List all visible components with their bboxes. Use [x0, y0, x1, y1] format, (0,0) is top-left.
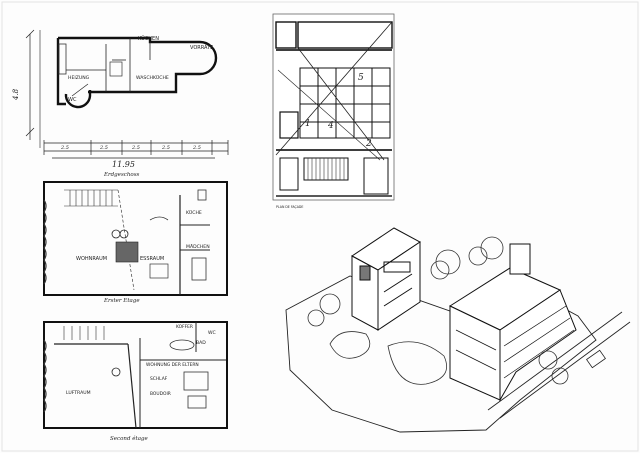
ground-floor-plan: 4.8 11.95 KÜCHEN VORRÄTE HEIZUNG WASCHKÜ…	[12, 29, 229, 178]
facade-number-5: 5	[358, 73, 364, 83]
room-schlaf: SCHLAF	[150, 376, 168, 382]
second-floor-plan: LUFTRAUM BAD WC WOHNUNG DER ELTERN SCHLA…	[43, 321, 228, 442]
room-vorrate: VORRÄTE	[190, 44, 213, 51]
room-waschkuche: WASCHKÜCHE	[136, 74, 169, 81]
room-boudoir: BOUDOIR	[150, 391, 171, 397]
dim-total: 11.95	[112, 160, 135, 169]
dim-bay-1: 2.5	[60, 145, 69, 151]
room-kuche: KÜCHE	[186, 209, 202, 216]
first-floor-caption: Erster Etage	[103, 298, 140, 304]
dim-bay-4: 2.5	[161, 145, 170, 151]
dim-bay-5: 2.5	[192, 145, 201, 151]
room-bad: BAD	[196, 340, 206, 346]
room-essraum: ESSRAUM	[140, 256, 164, 262]
room-wc: WC	[68, 97, 77, 103]
room-koffer: KOFFER	[176, 324, 193, 330]
terrace-house-block	[448, 243, 577, 402]
ground-floor-caption: Erdgeschoss	[103, 172, 140, 178]
facade-number-1: 1	[305, 119, 311, 129]
room-kuchen: KÜCHEN	[138, 35, 159, 42]
citrohan-house	[351, 227, 421, 331]
facade-elevation: 5 1 4 2 PLAN DE FAÇADE	[272, 13, 395, 209]
dim-bay-2: 2.5	[99, 145, 108, 151]
room-heizung: HEIZUNG	[68, 75, 90, 81]
room-eltern: WOHNUNG DER ELTERN	[146, 362, 199, 368]
dim-vertical: 4.8	[12, 88, 20, 101]
first-floor-plan: WOHNRAUM ESSRAUM KÜCHE MÄDCHEN Erster Et…	[43, 181, 228, 304]
room-wc-2: WC	[208, 330, 216, 336]
room-wohnraum: WOHNRAUM	[76, 256, 107, 262]
facade-number-2: 2	[365, 139, 372, 149]
dim-bay-3: 2.5	[131, 145, 140, 151]
second-floor-caption: Second étage	[110, 435, 148, 442]
facade-caption: PLAN DE FAÇADE	[276, 205, 303, 209]
room-madchen: MÄDCHEN	[186, 243, 210, 250]
facade-number-4: 4	[327, 121, 334, 131]
room-luftraum: LUFTRAUM	[66, 390, 91, 396]
axonometric-view	[285, 227, 631, 433]
